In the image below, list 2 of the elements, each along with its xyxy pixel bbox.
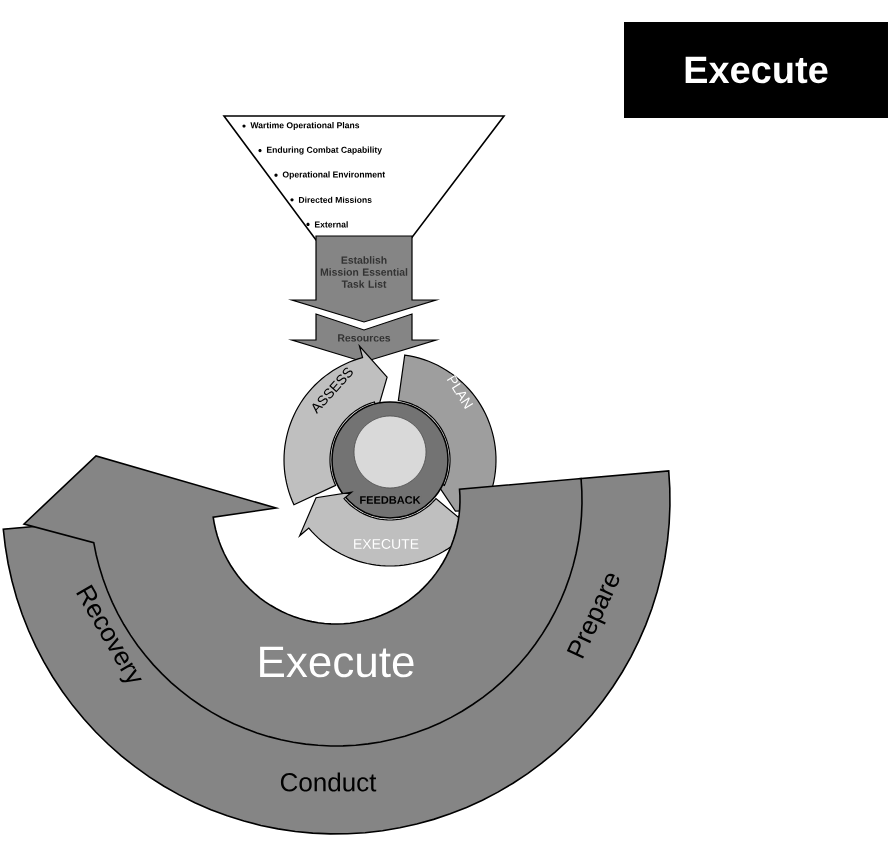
- title-banner: Execute: [624, 22, 888, 118]
- band-label: Conduct: [280, 772, 377, 792]
